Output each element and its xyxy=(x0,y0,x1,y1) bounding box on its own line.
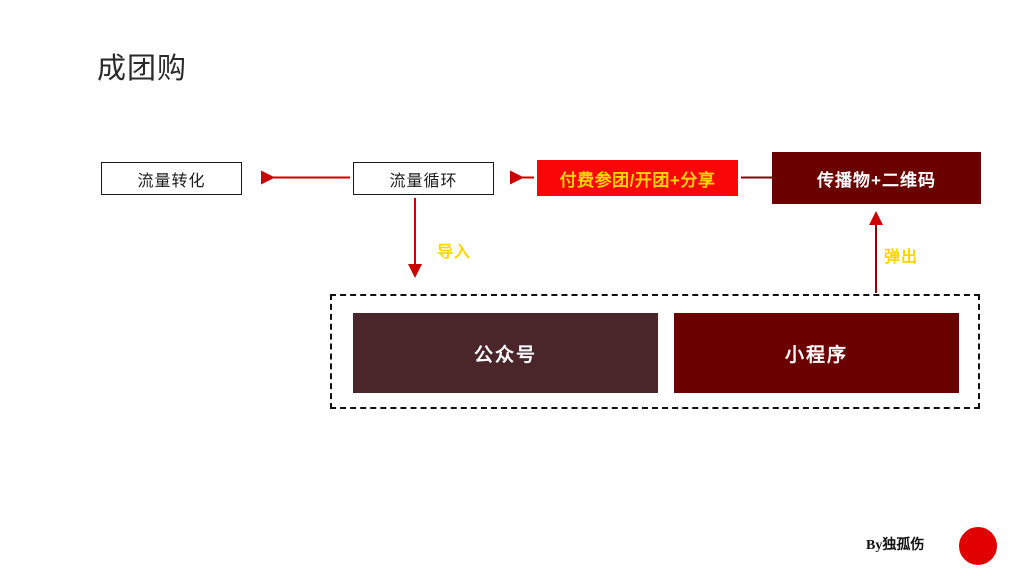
node-traffic-loop[interactable]: 流量循环 xyxy=(353,162,494,195)
node-material-qrcode[interactable]: 传播物+二维码 xyxy=(772,152,981,204)
footer-credit: By独孤伤 xyxy=(866,538,925,553)
node-mini-program-label: 小程序 xyxy=(784,344,848,366)
page-title: 成团购 xyxy=(97,53,188,85)
node-paid-group-share-label: 付费参团/开团+分享 xyxy=(559,170,716,190)
node-official-account-label: 公众号 xyxy=(473,344,537,366)
node-paid-group-share[interactable]: 付费参团/开团+分享 xyxy=(537,160,738,196)
arrow-label-popup: 弹出 xyxy=(884,249,919,266)
node-official-account[interactable]: 公众号 xyxy=(353,313,658,393)
node-traffic-loop-label: 流量循环 xyxy=(389,172,458,190)
arrow-label-import: 导入 xyxy=(437,244,472,261)
node-traffic-conversion-label: 流量转化 xyxy=(137,172,206,190)
red-circle-logo-icon xyxy=(958,526,998,566)
node-material-qrcode-label: 传播物+二维码 xyxy=(817,170,936,190)
node-mini-program[interactable]: 小程序 xyxy=(674,313,959,393)
node-traffic-conversion[interactable]: 流量转化 xyxy=(101,162,242,195)
